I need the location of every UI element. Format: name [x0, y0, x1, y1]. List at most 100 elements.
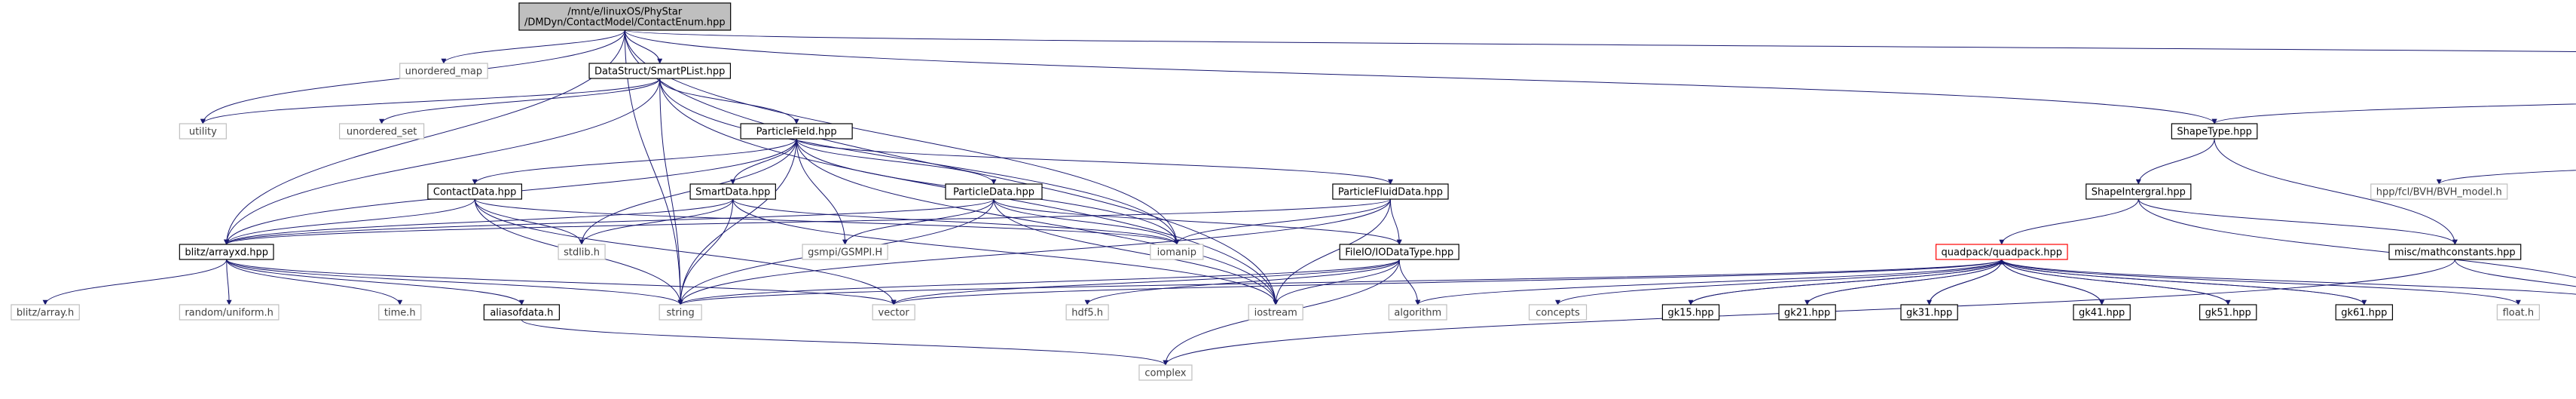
node-contactdata-box	[427, 183, 523, 200]
node-unordered_map: unordered_map	[399, 63, 488, 79]
node-gk21-label: gk21.hpp	[1784, 308, 1830, 319]
node-algorithm-label: algorithm	[1394, 308, 1441, 319]
node-fileio-label: FileIO/IODataType.hpp	[1345, 247, 1453, 259]
edge-contactdata-to-blitz_arrayxd	[224, 198, 475, 245]
edge-shapeintergral-to-quadpack	[1999, 198, 2139, 245]
edge-gk15-to-quadpack	[1690, 259, 2005, 305]
node-smartdata-label: SmartData.hpp	[695, 187, 770, 198]
node-blitz_array-box	[11, 304, 80, 321]
node-blitz_arrayxd-label: blitz/arrayxd.hpp	[185, 247, 268, 259]
edge-particlefluiddata-to-iomanip	[1174, 198, 1391, 245]
edge-quadpack-to-string	[678, 259, 2003, 305]
node-blitz_arrayxd-box	[179, 244, 274, 260]
edge-particlefield-to-iostream	[796, 138, 1279, 305]
node-particledata-box	[945, 183, 1043, 200]
node-smartdata[interactable]: SmartData.hpp	[689, 183, 776, 200]
node-utility: utility	[179, 123, 227, 140]
edge-blitz_arrayxd-to-blitz_array	[42, 259, 228, 305]
node-particlefluiddata[interactable]: ParticleFluidData.hpp	[1332, 183, 1449, 200]
edge-blitz_arrayxd-to-random_uniform	[226, 259, 232, 305]
edge-smartplist-to-unordered_set	[379, 78, 661, 124]
edge-fileio-to-string	[677, 259, 1400, 305]
node-gk31-box	[1900, 304, 1958, 321]
node-fileio[interactable]: FileIO/IODataType.hpp	[1339, 244, 1459, 260]
node-complex: complex	[1138, 364, 1193, 381]
node-mathconstants-label: misc/mathconstants.hpp	[2394, 247, 2516, 259]
edge-shapeintergral-to-math	[2137, 198, 2576, 278]
node-gk31[interactable]: gk31.hpp	[1900, 304, 1958, 321]
edge-fileio-to-hdf5	[1084, 259, 1400, 305]
node-bvh_model-box	[2370, 183, 2508, 200]
node-quadpack[interactable]: quadpack/quadpack.hpp	[1935, 244, 2068, 260]
node-string: string	[659, 304, 702, 321]
node-particlefield[interactable]: ParticleField.hpp	[740, 123, 853, 140]
node-unordered_set-box	[339, 123, 425, 140]
node-vector-box	[872, 304, 915, 321]
edge-shapetype-to-mathconstants	[2214, 138, 2458, 245]
edge-root-to-iomanip	[624, 29, 1180, 245]
node-particlefluiddata-label: ParticleFluidData.hpp	[1338, 187, 1443, 198]
edge-root-to-iostream	[624, 29, 1279, 305]
edge-mathconstants-to-math	[2454, 259, 2576, 287]
node-particlefluiddata-box	[1332, 183, 1449, 200]
node-shapetype[interactable]: ShapeType.hpp	[2171, 123, 2258, 140]
node-unordered_map-box	[399, 63, 488, 79]
node-float-box	[2496, 304, 2540, 321]
node-blitz_array: blitz/array.h	[11, 304, 80, 321]
node-time-box	[378, 304, 422, 321]
edge-shapetype-to-shapeintergral	[2135, 138, 2215, 185]
node-unordered_set: unordered_set	[339, 123, 425, 140]
node-string-label: string	[666, 308, 694, 319]
node-gsmpi: gsmpi/GSMPI.H	[802, 244, 888, 260]
node-gk41[interactable]: gk41.hpp	[2073, 304, 2131, 321]
node-shapeintergral[interactable]: ShapeIntergral.hpp	[2086, 183, 2192, 200]
edge-particledata-to-gsmpi	[842, 198, 995, 245]
edge-particlefluiddata-to-blitz_arrayxd	[224, 198, 1391, 245]
node-float: float.h	[2496, 304, 2540, 321]
edge-fileio-to-algorithm	[1398, 259, 1421, 305]
edge-particlefluiddata-to-fileio	[1389, 198, 1402, 245]
node-contactdata[interactable]: ContactData.hpp	[427, 183, 523, 200]
edge-particlefield-to-smartdata	[730, 138, 797, 185]
node-iostream: iostream	[1248, 304, 1303, 321]
node-aliasofdata[interactable]: aliasofdata.h	[483, 304, 560, 321]
node-layer: /mnt/e/linuxOS/PhyStar/DMDyn/ContactMode…	[11, 2, 2540, 381]
node-gk15[interactable]: gk15.hpp	[1661, 304, 1720, 321]
node-gsmpi-label: gsmpi/GSMPI.H	[808, 247, 882, 259]
node-hdf5: hdf5.h	[1065, 304, 1109, 321]
edge-particlefield-to-stdlib	[579, 138, 797, 245]
node-gk31-label: gk31.hpp	[1906, 308, 1952, 319]
node-concepts: concepts	[1528, 304, 1587, 321]
node-time: time.h	[378, 304, 422, 321]
edge-root-to-unordered_map	[441, 29, 625, 64]
node-unordered_set-label: unordered_set	[347, 127, 417, 138]
node-root-label: /DMDyn/ContactModel/ContactEnum.hpp	[524, 17, 726, 29]
node-root[interactable]: /mnt/e/linuxOS/PhyStar/DMDyn/ContactMode…	[518, 2, 732, 31]
edge-fileio-to-vector	[891, 259, 1400, 305]
edge-quadpack-to-math	[2001, 259, 2576, 295]
node-fileio-box	[1339, 244, 1459, 260]
node-bvh_model-label: hpp/fcl/BVH/BVH_model.h	[2376, 187, 2502, 198]
edge-particlefield-to-particledata	[796, 138, 997, 185]
node-mathconstants[interactable]: misc/mathconstants.hpp	[2388, 244, 2522, 260]
node-particlefield-label: ParticleField.hpp	[756, 127, 837, 138]
edge-particlefield-to-string	[677, 138, 797, 305]
node-particledata[interactable]: ParticleData.hpp	[945, 183, 1043, 200]
node-vector-label: vector	[879, 308, 910, 319]
node-gk51[interactable]: gk51.hpp	[2199, 304, 2257, 321]
edge-quadpack-to-float	[2001, 259, 2521, 305]
node-gk61[interactable]: gk61.hpp	[2335, 304, 2394, 321]
node-gk15-label: gk15.hpp	[1667, 308, 1713, 319]
edge-smartdata-to-blitz_arrayxd	[224, 198, 734, 245]
node-complex-label: complex	[1144, 368, 1186, 379]
node-smartplist[interactable]: DataStruct/SmartPList.hpp	[588, 63, 732, 79]
node-gk21[interactable]: gk21.hpp	[1778, 304, 1836, 321]
node-iomanip: iomanip	[1150, 244, 1204, 260]
node-gk41-box	[2073, 304, 2131, 321]
edge-smartplist-to-blitz_arrayxd	[224, 78, 661, 245]
node-blitz_arrayxd[interactable]: blitz/arrayxd.hpp	[179, 244, 274, 260]
node-concepts-label: concepts	[1536, 308, 1580, 319]
edge-gk31-to-quadpack	[1929, 259, 2005, 305]
edge-quadpack-to-vector	[891, 259, 2003, 305]
